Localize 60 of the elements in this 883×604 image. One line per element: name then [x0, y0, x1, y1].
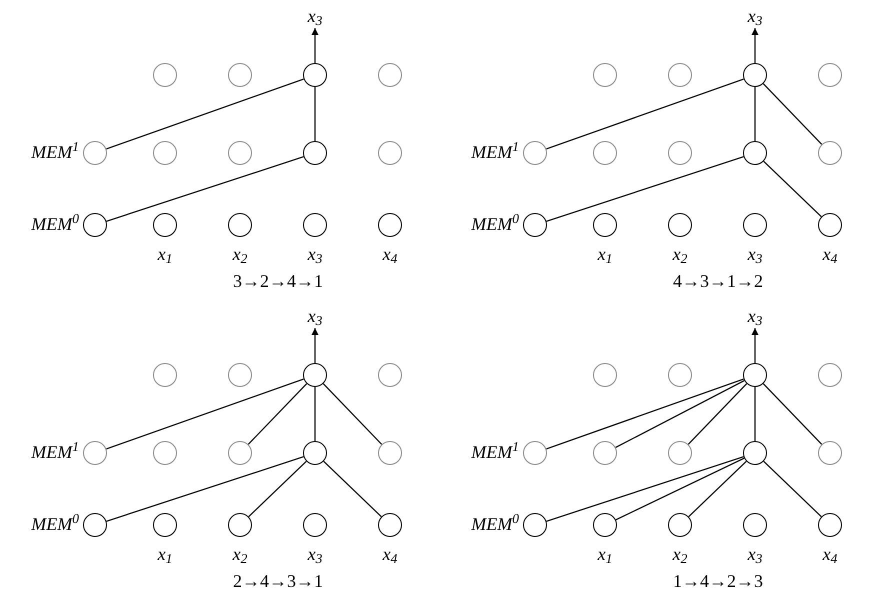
input-label: x$_{2}$ [672, 545, 688, 563]
input-label: x$_{3}$ [306, 245, 324, 263]
connector-line [763, 160, 822, 218]
connector-line [688, 460, 747, 518]
connector-line [106, 78, 304, 150]
input-label: x$_{1}$ [156, 245, 174, 263]
row-label: MEM$^{0}$ [31, 215, 79, 233]
arrow [312, 328, 318, 363]
row-label: MEM$^{1}$ [31, 143, 79, 161]
connector-line [762, 83, 822, 145]
connector-line [754, 87, 756, 141]
input-label: x$_{1}$ [596, 245, 614, 263]
connector-line [546, 378, 744, 450]
input-label: x$_{1}$ [596, 545, 614, 563]
connector-line [323, 460, 382, 518]
input-label: x$_{3}$ [306, 545, 324, 563]
connector-line [615, 380, 745, 448]
connector-line [762, 383, 822, 445]
connector-line [322, 383, 382, 445]
arrow [752, 28, 758, 63]
connector-line [688, 383, 748, 445]
connector-line [546, 456, 744, 522]
row-label: MEM$^{0}$ [471, 215, 519, 233]
row-label: MEM$^{0}$ [471, 515, 519, 533]
input-label: x$_{2}$ [232, 545, 248, 563]
connector-line [314, 387, 316, 441]
input-label: x$_{4}$ [822, 245, 838, 263]
input-label: x$_{4}$ [382, 245, 398, 263]
arrow [752, 328, 758, 363]
order-caption: 4→3→1→2 [672, 272, 764, 290]
input-label: x$_{3}$ [746, 545, 764, 563]
output-label: x$_{3}$ [301, 4, 329, 28]
connector-line [546, 156, 744, 222]
row-label: MEM$^{0}$ [31, 515, 79, 533]
connector-line [248, 383, 308, 445]
order-caption: 1→4→2→3 [672, 572, 764, 590]
arrow [312, 28, 318, 63]
input-label: x$_{1}$ [156, 545, 174, 563]
row-label: MEM$^{1}$ [31, 443, 79, 461]
row-label: MEM$^{1}$ [471, 143, 519, 161]
connector-line [616, 458, 744, 520]
connector-line [314, 87, 316, 141]
connector-line [106, 378, 304, 450]
output-label: x$_{3}$ [301, 304, 329, 328]
connector-line [546, 78, 744, 150]
connector-line [106, 156, 304, 222]
order-caption: 2→4→3→1 [232, 572, 324, 590]
input-label: x$_{4}$ [382, 545, 398, 563]
connector-line [106, 456, 304, 522]
connector-line [248, 460, 307, 518]
input-label: x$_{2}$ [672, 245, 688, 263]
input-label: x$_{3}$ [746, 245, 764, 263]
input-label: x$_{2}$ [232, 245, 248, 263]
connector-line [763, 460, 822, 518]
output-label: x$_{3}$ [741, 304, 769, 328]
input-label: x$_{4}$ [822, 545, 838, 563]
row-label: MEM$^{1}$ [471, 443, 519, 461]
connector-line [754, 387, 756, 441]
order-caption: 3→2→4→1 [232, 272, 324, 290]
output-label: x$_{3}$ [741, 4, 769, 28]
